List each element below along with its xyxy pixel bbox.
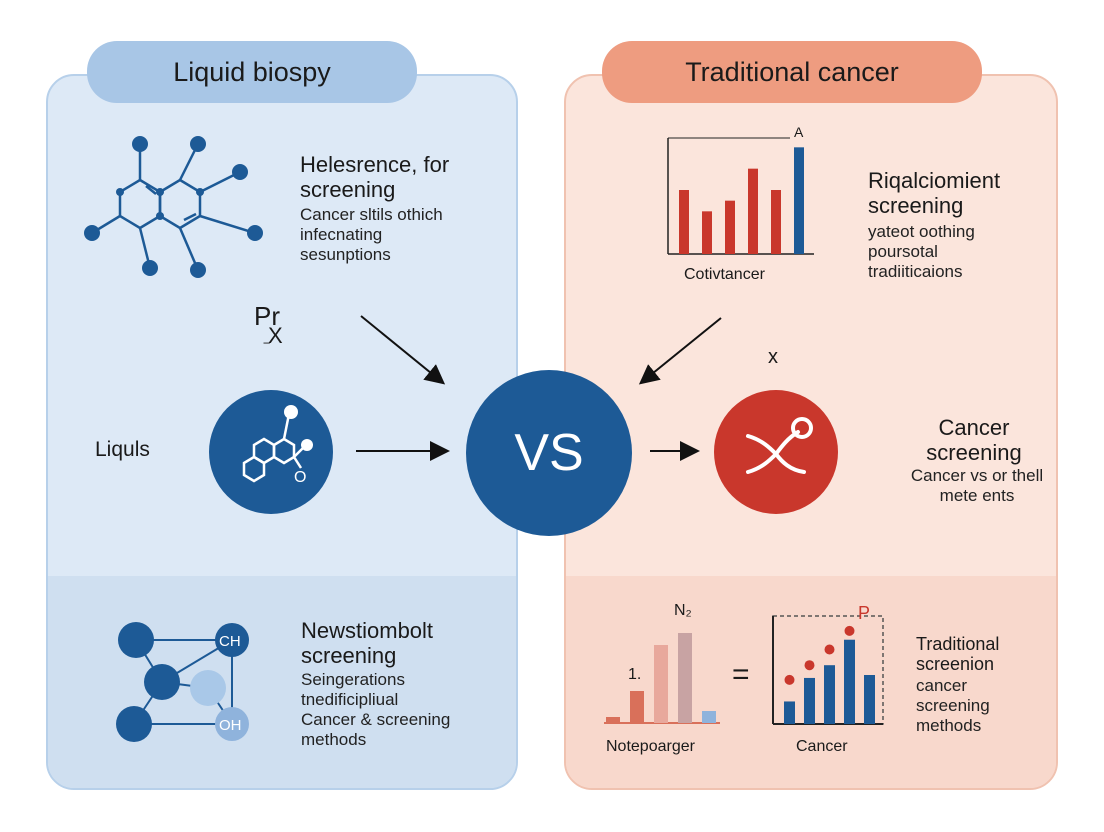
right-mid-heading: Cancer screening bbox=[874, 415, 1074, 465]
chart-1-bar-3 bbox=[725, 200, 735, 254]
chart-2-bar-2 bbox=[630, 691, 644, 723]
formula-glyph: Pr X ‾ bbox=[254, 301, 283, 359]
left-top-body-line-3: sesunptions bbox=[300, 245, 391, 264]
chart-3-label: Cancer bbox=[796, 738, 848, 755]
chart-1-bar-5 bbox=[771, 190, 781, 254]
right-top-heading-line-1: Riqalciomient bbox=[868, 168, 1001, 193]
chart-3-bar-1 bbox=[784, 701, 795, 724]
right-mid-heading-line-1: Cancer bbox=[938, 415, 1010, 440]
chart-3-bar-4 bbox=[844, 639, 855, 724]
molecule-icon bbox=[84, 136, 263, 278]
formula-mid: X bbox=[268, 323, 283, 348]
right-mid-body-line-1: Cancer vs or thell bbox=[910, 466, 1044, 485]
left-top-body-line-2: infecnating bbox=[300, 225, 383, 244]
arrow-top-right bbox=[638, 317, 722, 385]
right-top-body: yateot oothing poursotal tradiiticaions bbox=[868, 222, 975, 282]
icon-o-label: O bbox=[294, 469, 306, 486]
chart-2-bar-5 bbox=[702, 711, 716, 723]
chart-3-bar-3 bbox=[824, 665, 835, 724]
right-bottom-body-line-2: screening bbox=[916, 696, 990, 715]
molecule-circle-icon: O bbox=[209, 390, 333, 514]
right-top-heading: Riqalciomient screening bbox=[868, 168, 1000, 218]
chart-2-label: Notepoarger bbox=[606, 738, 695, 755]
left-bottom-body-line-1: Seingerations bbox=[301, 670, 405, 689]
right-mid-heading-line-2: screening bbox=[926, 440, 1022, 465]
node-ch-label: CH bbox=[219, 633, 241, 650]
left-top-body: Cancer sltils othich infecnating sesunpt… bbox=[300, 205, 443, 265]
chart-1-bar-4 bbox=[748, 168, 758, 254]
chart-1-bar-1 bbox=[679, 190, 689, 254]
left-bottom-heading-line-2: screening bbox=[301, 643, 397, 668]
node-graph-icon: CH OH bbox=[116, 622, 249, 742]
liquls-label: Liquls bbox=[95, 438, 150, 461]
equals-sign: = bbox=[732, 658, 750, 691]
left-bottom-heading: Newstiombolt screening bbox=[301, 618, 433, 668]
left-bottom-heading-line-1: Newstiombolt bbox=[301, 618, 434, 643]
chart-2-bar-3 bbox=[654, 645, 668, 723]
right-top-body-line-2: poursotal bbox=[868, 242, 938, 261]
right-top-heading-line-2: screening bbox=[868, 193, 964, 218]
chart-3-point-3 bbox=[824, 644, 835, 655]
right-top-body-line-3: tradiiticaions bbox=[868, 262, 963, 281]
left-top-heading-line-2: screening bbox=[300, 177, 396, 202]
left-bottom-body-line-4: methods bbox=[301, 730, 367, 749]
chart-2-marker-top: N₂ bbox=[674, 602, 692, 619]
liquid-biopsy-title: Liquid biospy bbox=[87, 41, 417, 103]
chart-2-bar-4 bbox=[678, 633, 692, 723]
liquid-biopsy-panel bbox=[46, 74, 518, 790]
right-bottom-heading-line-1: Traditional bbox=[916, 634, 1000, 654]
left-bottom-body: Seingerations tnedificipliual Cancer & s… bbox=[301, 670, 450, 750]
chart-2-marker-left: 1. bbox=[628, 666, 642, 683]
left-bottom-band bbox=[48, 576, 516, 788]
chart-3-point-2 bbox=[804, 660, 815, 671]
chart-2-bar-1 bbox=[606, 717, 620, 723]
right-bottom-body-line-3: methods bbox=[916, 716, 982, 735]
top-bar-chart bbox=[667, 137, 814, 255]
cross-circle-icon bbox=[714, 390, 838, 514]
chart-3-marker: P bbox=[858, 603, 871, 623]
chart-1-bar-2 bbox=[702, 211, 712, 254]
formula-bottom: ‾ bbox=[264, 342, 270, 359]
right-top-body-line-1: yateot oothing bbox=[868, 222, 975, 241]
left-top-body-line-1: Cancer sltils othich bbox=[300, 205, 443, 224]
right-bottom-body: cancer screening methods bbox=[916, 676, 990, 736]
chart-3-bar-2 bbox=[804, 677, 815, 724]
arrow-top-left bbox=[360, 315, 446, 385]
chart-1-bar-6 bbox=[794, 147, 804, 254]
traditional-cancer-title: Traditional cancer bbox=[602, 41, 982, 103]
chart-3-point-4 bbox=[844, 625, 855, 636]
chart-1-label: Cotivtancer bbox=[684, 266, 765, 283]
right-mid-body-line-2: mete ents bbox=[939, 486, 1015, 505]
chart-3-point-1 bbox=[784, 674, 795, 685]
chart-1-marker: A bbox=[794, 124, 804, 140]
node-oh-label: OH bbox=[219, 717, 242, 734]
x-mark: x bbox=[768, 346, 778, 368]
left-bottom-body-line-3: Cancer & screening bbox=[301, 710, 451, 729]
right-bottom-body-line-1: cancer bbox=[916, 676, 968, 695]
bottom-bar-chart-2 bbox=[772, 615, 884, 725]
chart-3-bar-5 bbox=[864, 675, 875, 724]
left-bottom-body-line-2: tnedificipliual bbox=[301, 690, 399, 709]
formula-top: Pr bbox=[254, 301, 280, 331]
left-top-heading-line-1: Helesrence, for bbox=[300, 152, 450, 177]
left-top-heading: Helesrence, for screening bbox=[300, 152, 449, 202]
right-bottom-heading: Traditional screenion bbox=[916, 634, 999, 674]
bottom-bar-chart-1 bbox=[604, 633, 720, 724]
right-mid-body: Cancer vs or thell mete ents bbox=[864, 466, 1090, 506]
vs-circle: VS bbox=[466, 370, 632, 536]
right-bottom-heading-line-2: screenion bbox=[916, 654, 995, 674]
